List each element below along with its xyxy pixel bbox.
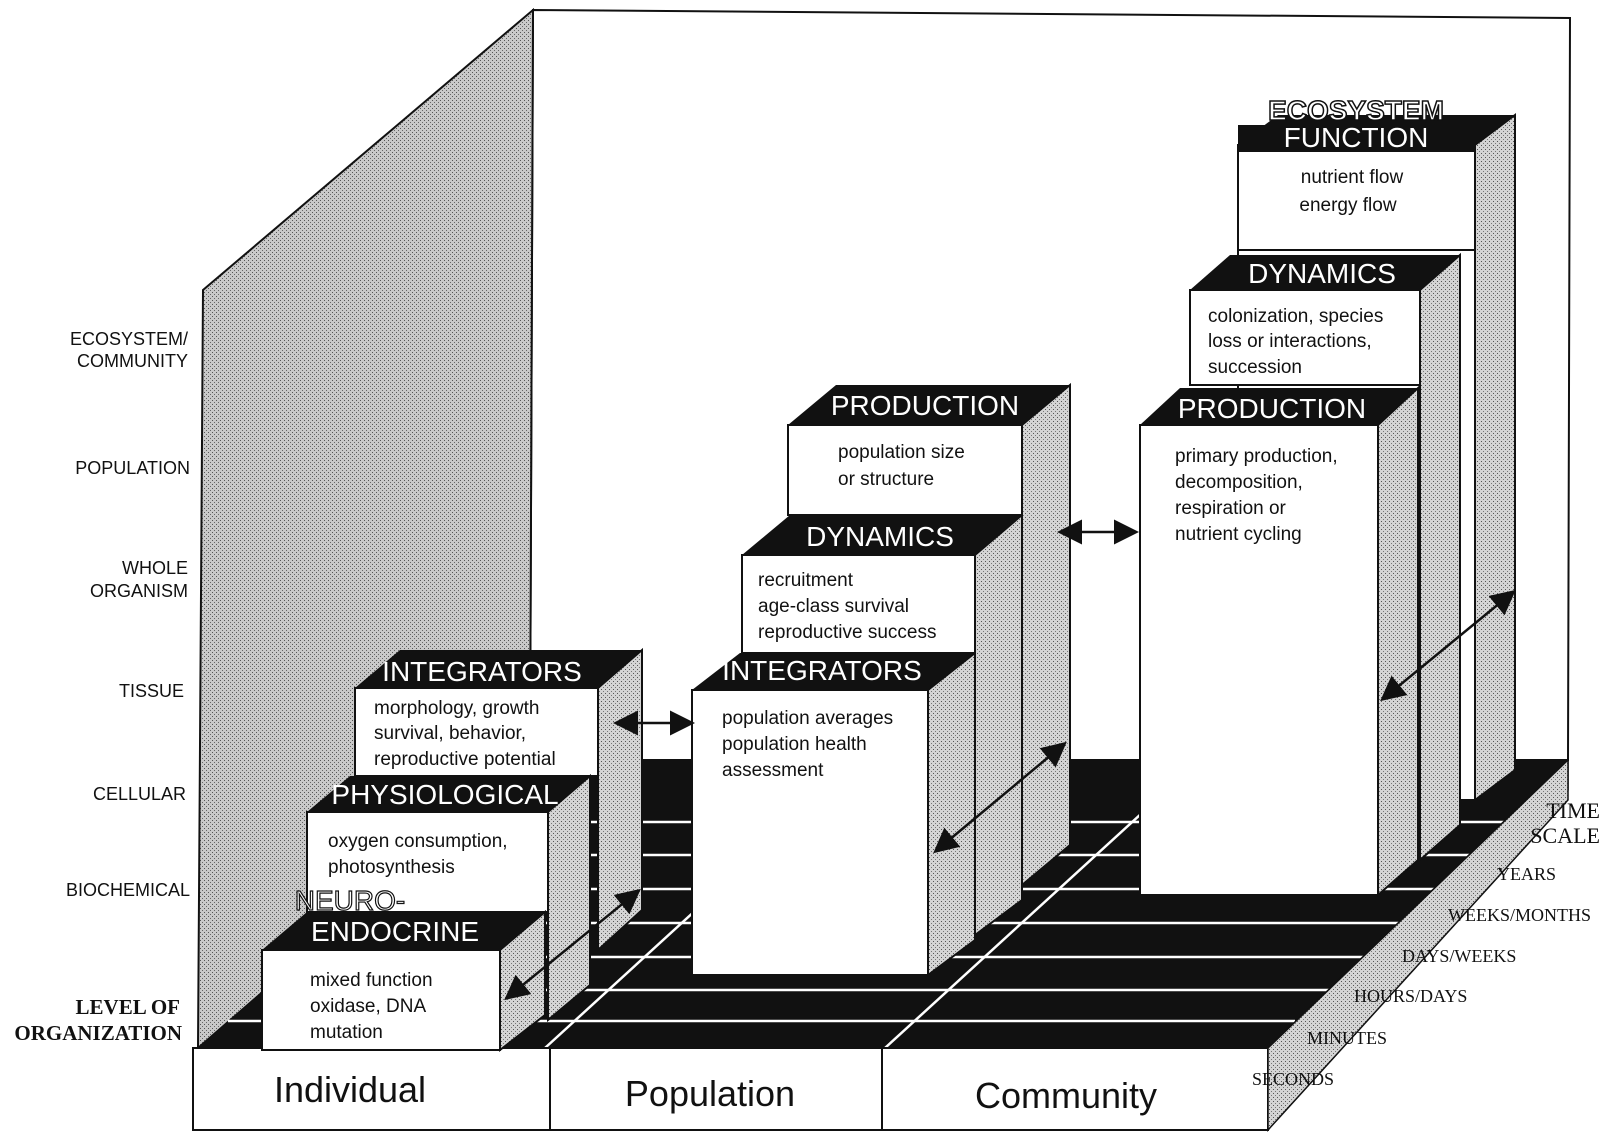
individual-physiological-title: PHYSIOLOGICAL xyxy=(331,779,558,810)
x-label-population: Population xyxy=(625,1073,795,1114)
population-dynamics-line-3: reproductive success xyxy=(758,622,936,643)
community-production-line-3: respiration or xyxy=(1175,498,1287,519)
population-integrators-title: INTEGRATORS xyxy=(722,655,922,686)
individual-physiological-line-1: oxygen consumption, xyxy=(328,831,508,852)
y-axis-title-line2: ORGANIZATION xyxy=(14,1021,182,1045)
x-label-individual: Individual xyxy=(274,1069,426,1110)
population-production-line-1: population size xyxy=(838,442,965,463)
y-label-biochemical: BIOCHEMICAL xyxy=(66,880,190,900)
ecosystem-line-2: energy flow xyxy=(1299,195,1396,216)
individual-integrators-title: INTEGRATORS xyxy=(382,656,582,687)
ecosystem-title-line1: ECOSYSTEM xyxy=(1268,95,1444,126)
individual-integrators-line-2: survival, behavior, xyxy=(374,723,526,744)
y-label-cellular: CELLULAR xyxy=(93,784,186,804)
individual-integrators-line-3: reproductive potential xyxy=(374,749,556,770)
population-production-title: PRODUCTION xyxy=(831,390,1019,421)
time-label-hours-days: HOURS/DAYS xyxy=(1354,986,1467,1006)
time-scale-title-line2: SCALE xyxy=(1530,823,1600,848)
time-label-seconds: SECONDS xyxy=(1252,1069,1334,1089)
community-dynamics-line-1: colonization, species xyxy=(1208,306,1383,327)
population-integrators-block: INTEGRATORS population averages populati… xyxy=(691,650,976,977)
community-dynamics-block: DYNAMICS colonization, species loss or i… xyxy=(1189,252,1461,863)
arrow-individual-time xyxy=(504,888,641,1001)
neuroendocrine-line-1: mixed function xyxy=(310,970,433,991)
arrows xyxy=(504,519,1516,1001)
community-production-title: PRODUCTION xyxy=(1178,393,1366,424)
population-dynamics-title: DYNAMICS xyxy=(806,521,954,552)
y-label-ecosystem: ECOSYSTEM/ xyxy=(70,329,188,349)
time-label-days-weeks: DAYS/WEEKS xyxy=(1402,946,1516,966)
y-label-organism: ORGANISM xyxy=(90,581,188,601)
population-dynamics-line-1: recruitment xyxy=(758,570,854,591)
community-production-block: PRODUCTION primary production, decomposi… xyxy=(1139,385,1419,898)
individual-physiological-line-2: photosynthesis xyxy=(328,857,455,878)
community-dynamics-line-2: loss or interactions, xyxy=(1208,331,1372,352)
arrow-community-time xyxy=(1380,589,1516,702)
neuroendocrine-line-2: oxidase, DNA xyxy=(310,996,426,1017)
population-integrators-line-2: population health xyxy=(722,734,867,755)
individual-integrators-block: INTEGRATORS morphology, growth survival,… xyxy=(354,647,643,953)
community-production-line-1: primary production, xyxy=(1175,446,1338,467)
community-production-line-4: nutrient cycling xyxy=(1175,524,1302,545)
y-label-whole: WHOLE xyxy=(122,558,188,578)
population-dynamics-line-2: age-class survival xyxy=(758,596,909,617)
neuroendocrine-line-3: mutation xyxy=(310,1022,383,1043)
time-scale-title-line1: TIME xyxy=(1546,798,1600,823)
population-production-line-2: or structure xyxy=(838,469,934,490)
ecosystem-title-line2: FUNCTION xyxy=(1284,122,1429,153)
ecosystem-line-1: nutrient flow xyxy=(1301,167,1404,188)
community-dynamics-title: DYNAMICS xyxy=(1248,258,1396,289)
population-integrators-line-1: population averages xyxy=(722,708,893,729)
individual-integrators-line-1: morphology, growth xyxy=(374,698,539,719)
y-label-community: COMMUNITY xyxy=(77,351,188,371)
y-label-population: POPULATION xyxy=(75,458,190,478)
arrow-population-time xyxy=(933,741,1067,854)
y-label-tissue: TISSUE xyxy=(119,681,184,701)
y-axis-labels: ECOSYSTEM/ COMMUNITY POPULATION WHOLE OR… xyxy=(14,329,190,1045)
x-axis-boxes xyxy=(192,758,1569,1132)
population-integrators-line-3: assessment xyxy=(722,760,824,781)
time-label-years: YEARS xyxy=(1497,864,1556,884)
neuroendocrine-title-line2: ENDOCRINE xyxy=(311,916,479,947)
time-scale-labels: TIME SCALE YEARS WEEKS/MONTHS DAYS/WEEKS… xyxy=(1252,798,1600,1089)
x-label-community: Community xyxy=(975,1075,1157,1116)
time-label-minutes: MINUTES xyxy=(1307,1028,1387,1048)
time-label-weeks-months: WEEKS/MONTHS xyxy=(1448,905,1591,925)
neuroendocrine-title-line1: NEURO- xyxy=(295,885,405,916)
y-axis-title-line1: LEVEL OF xyxy=(76,995,180,1019)
community-dynamics-line-3: succession xyxy=(1208,357,1302,378)
community-production-line-2: decomposition, xyxy=(1175,472,1303,493)
